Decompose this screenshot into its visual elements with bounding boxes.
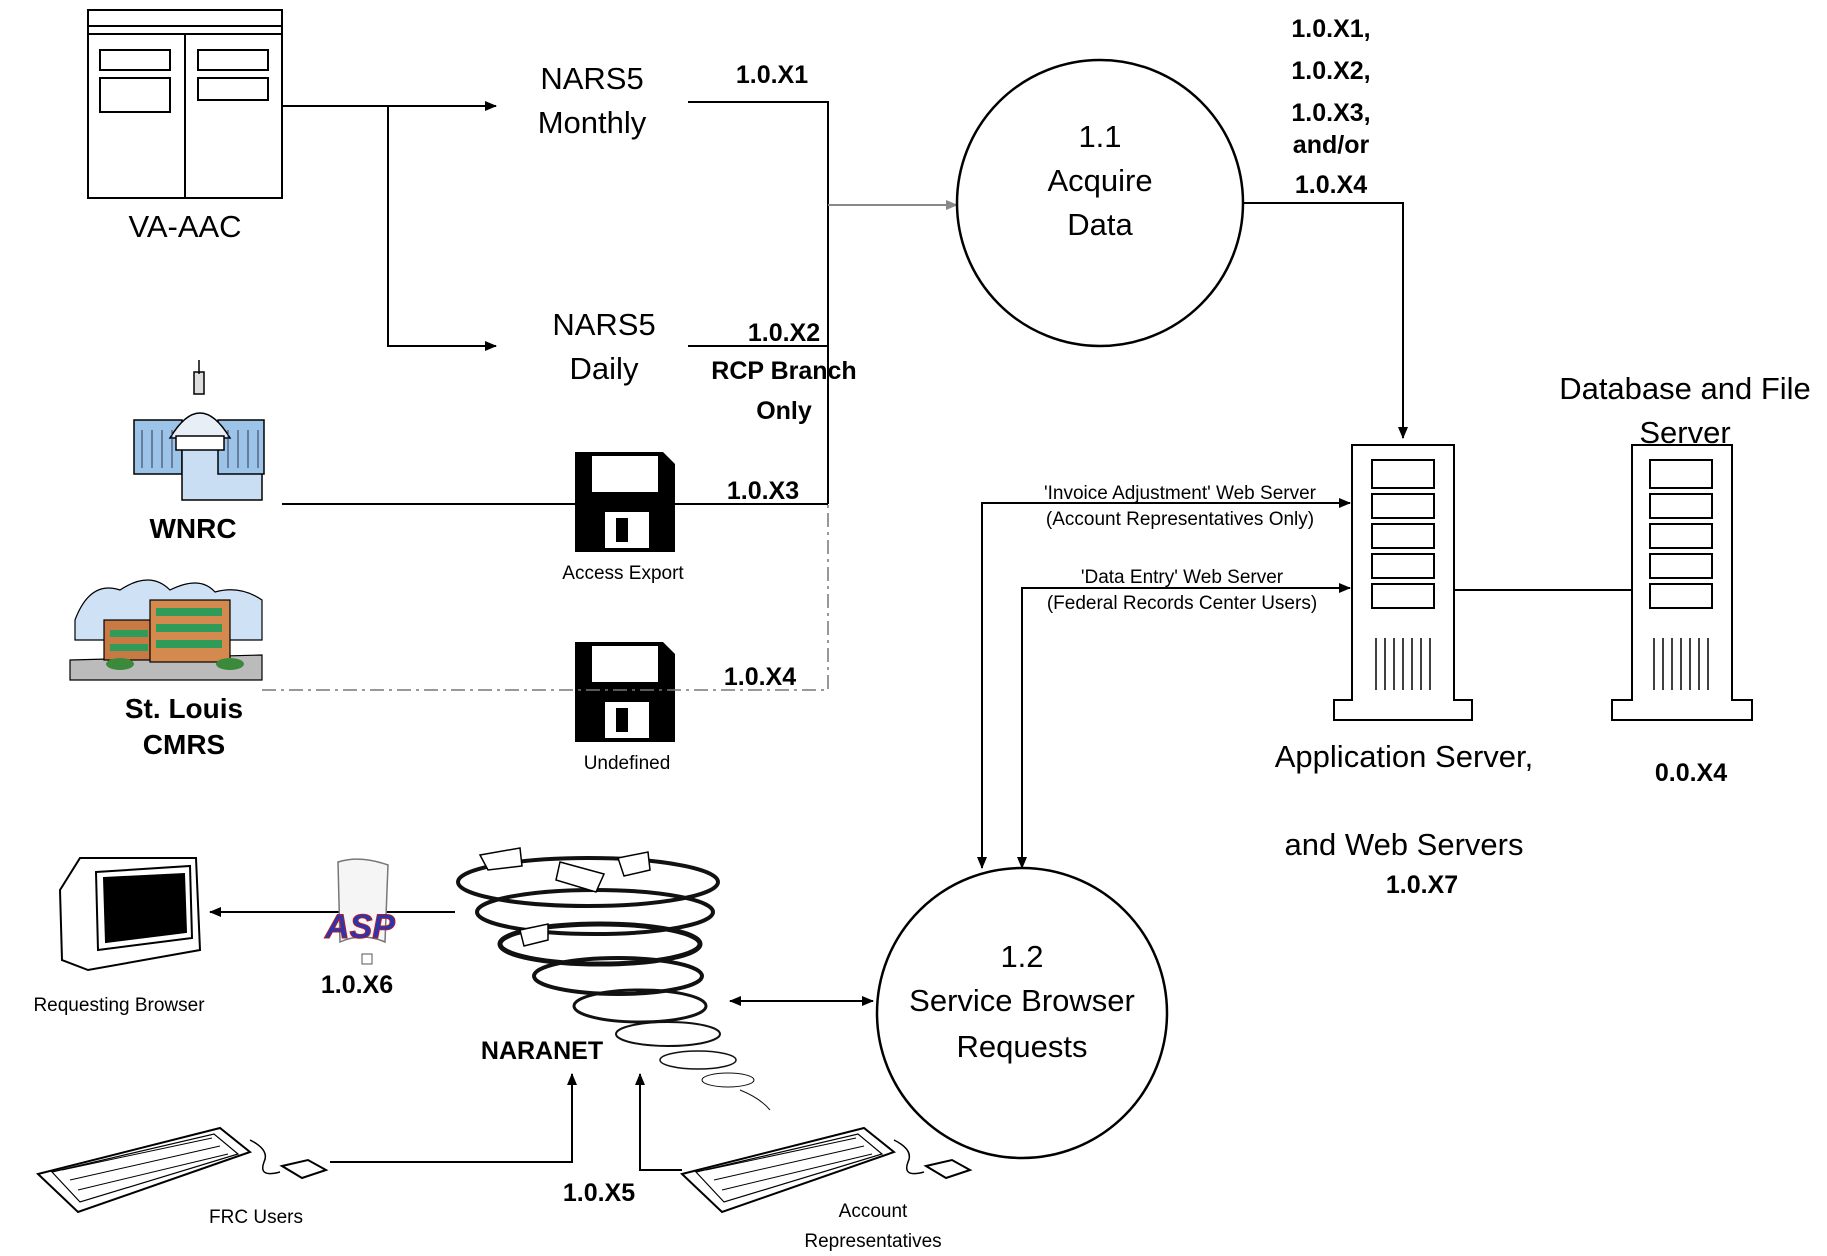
naranet-label: NARANET: [480, 1037, 604, 1065]
data-entry-web-server-note: (Federal Records Center Users): [1046, 593, 1318, 614]
flow-line-to-app-server: [1243, 202, 1408, 439]
process-1-2-number: 1.2: [1000, 939, 1044, 974]
flow-line-account-reps: [635, 1073, 682, 1171]
cmrs-label: CMRS: [142, 729, 226, 760]
capitol-building-icon: [133, 360, 265, 501]
flow-label-x5: 1.0.X5: [562, 1179, 636, 1207]
floppy-disk-icon: [575, 452, 675, 552]
va-aac-label: VA-AAC: [128, 209, 242, 244]
database-server-icon: [1611, 444, 1753, 721]
db-server-title-line2: Server: [1639, 415, 1731, 450]
db-server-id: 0.0.X4: [1654, 759, 1728, 787]
flow-label-x2-note-line1: RCP Branch: [711, 357, 857, 385]
access-export-label: Access Export: [562, 563, 684, 584]
combined-flows-line3: 1.0.X3,: [1291, 99, 1371, 127]
application-server-icon: [1333, 444, 1473, 721]
process-1-1-circle: [955, 58, 1245, 348]
web-server-flows: [977, 498, 1632, 869]
combined-flows-line2: 1.0.X2,: [1291, 57, 1371, 85]
keyboard-icon: [35, 1126, 329, 1214]
undefined-label: Undefined: [583, 753, 671, 774]
floppy-disk-icon: [575, 642, 675, 742]
asp-logo-icon: ASP: [324, 858, 396, 965]
combined-flows-line4: and/or: [1292, 131, 1370, 159]
cmrs-building-icon: [69, 579, 263, 681]
process-1-1-title-line2: Data: [1067, 207, 1133, 242]
va-aac-cabinet-icon: [87, 9, 283, 199]
flow-label-x1: 1.0.X1: [735, 61, 809, 89]
asp-logo-text: ASP: [324, 908, 395, 946]
nars5-monthly-line1: NARS5: [540, 61, 644, 96]
process-1-2-title-line1: Service Browser: [909, 983, 1135, 1018]
naranet-tornado-icon: [456, 847, 771, 1111]
app-server-title-line2: and Web Servers: [1284, 827, 1524, 862]
process-1-1-title-line1: Acquire: [1047, 163, 1153, 198]
wnrc-label: WNRC: [149, 513, 237, 544]
st-louis-label: St. Louis: [124, 693, 244, 724]
combined-flows-line1: 1.0.X1,: [1291, 15, 1371, 43]
app-server-id: 1.0.X7: [1385, 871, 1459, 899]
nars5-daily-line2: Daily: [569, 351, 639, 386]
process-1-1-number: 1.1: [1078, 119, 1122, 154]
flow-label-x2: 1.0.X2: [747, 319, 821, 347]
flow-label-x6: 1.0.X6: [320, 971, 394, 999]
process-1-2-title-line2: Requests: [956, 1029, 1088, 1064]
account-reps-label-line2: Representatives: [804, 1231, 942, 1252]
flow-label-x4: 1.0.X4: [723, 663, 797, 691]
flow-label-x2-note-line2: Only: [756, 397, 812, 425]
data-entry-web-server-label: 'Data Entry' Web Server: [1080, 567, 1284, 588]
requesting-browser-label: Requesting Browser: [33, 995, 205, 1016]
monitor-icon: [58, 857, 202, 972]
flow-line-frc-users: [330, 1073, 577, 1163]
app-server-title-line1: Application Server,: [1274, 739, 1534, 774]
nars5-monthly-line2: Monthly: [537, 105, 647, 140]
flow-lines: [282, 101, 829, 505]
keyboard-icon: [679, 1126, 973, 1214]
combined-flows-line5: 1.0.X4: [1294, 171, 1368, 199]
account-reps-label-line1: Account: [838, 1201, 908, 1222]
flow-label-x3: 1.0.X3: [726, 477, 800, 505]
invoice-web-server-label: 'Invoice Adjustment' Web Server: [1044, 483, 1316, 504]
invoice-web-server-note: (Account Representatives Only): [1045, 509, 1315, 530]
db-server-title-line1: Database and File: [1559, 371, 1811, 406]
nars5-daily-line1: NARS5: [552, 307, 656, 342]
frc-users-label: FRC Users: [209, 1207, 303, 1228]
